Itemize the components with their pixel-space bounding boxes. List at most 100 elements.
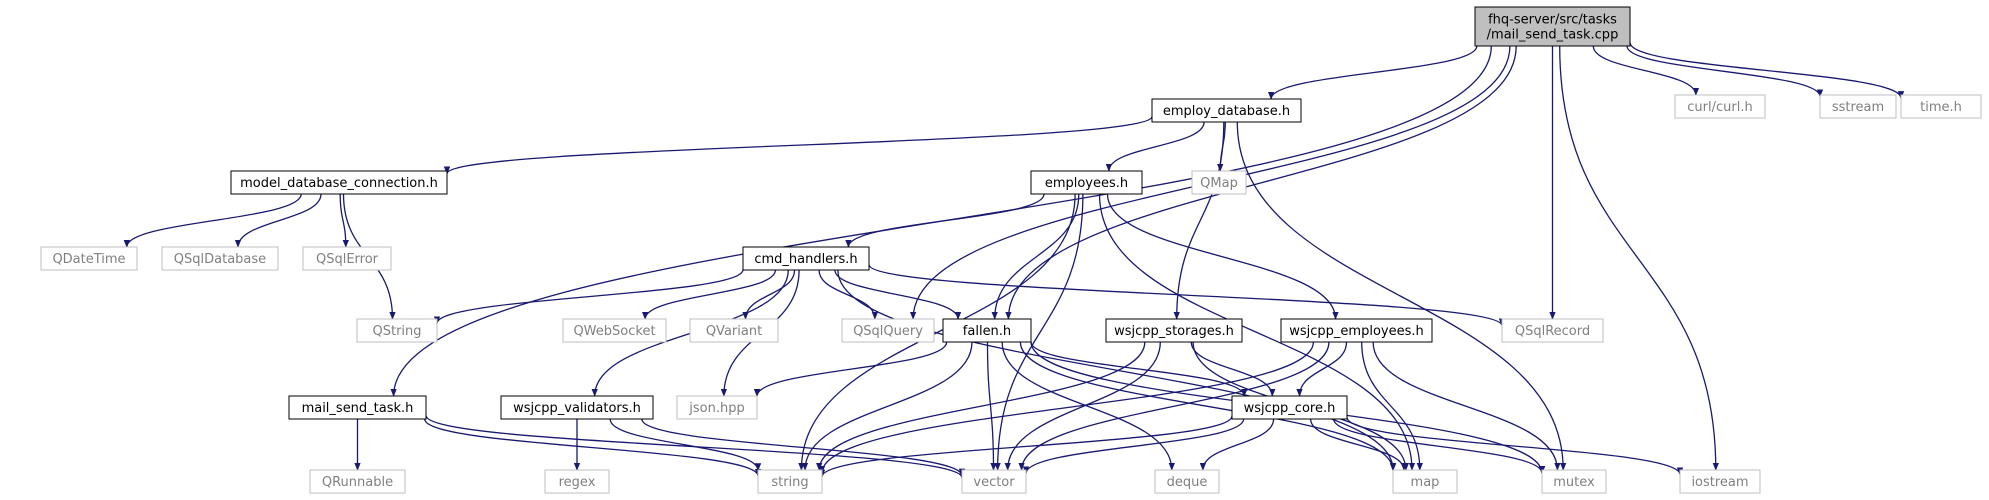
edge-employees-to-vector — [994, 193, 1084, 471]
node-label: /mail_send_task.cpp — [1487, 28, 1619, 43]
node-qvariant: QVariant — [689, 318, 779, 343]
edge-root-to-curl — [1592, 45, 1700, 96]
edge-layer — [123, 42, 1905, 479]
node-root[interactable]: fhq-server/src/tasks/mail_send_task.cpp — [1474, 6, 1631, 47]
edge-employ-database-to-employees — [1105, 121, 1205, 172]
edge-root-to-time — [1629, 42, 1905, 100]
edge-employees-to-wsjcpp-employees — [1106, 193, 1339, 320]
node-label: QSqlError — [316, 252, 379, 267]
edge-cmd-handlers-to-fallen — [834, 269, 962, 320]
node-label: QRunnable — [322, 475, 393, 490]
node-label: QString — [372, 324, 421, 339]
edge-cmd-handlers-to-qstring — [433, 269, 744, 325]
edge-model-database-connection-to-qsqldatabase — [234, 193, 322, 248]
edge-employ-database-to-wsjcpp-storages — [1173, 121, 1225, 320]
node-iostream: iostream — [1679, 469, 1761, 494]
edge-model-database-connection-to-qsqlerror — [339, 193, 349, 248]
node-label: wsjcpp_storages.h — [1114, 324, 1234, 339]
node-wsjcpp-core[interactable]: wsjcpp_core.h — [1231, 395, 1348, 420]
node-cmd-handlers[interactable]: cmd_handlers.h — [742, 246, 870, 271]
node-string: string — [757, 469, 823, 494]
edge-wsjcpp-core-to-map — [1309, 418, 1408, 471]
node-qwebsocket: QWebSocket — [562, 318, 667, 343]
edge-root-to-iostream — [1559, 45, 1719, 471]
node-layer: fhq-server/src/tasks/mail_send_task.cppe… — [40, 6, 1982, 494]
edge-employees-to-map — [1098, 193, 1416, 471]
node-label: QMap — [1200, 176, 1238, 191]
node-employees[interactable]: employees.h — [1030, 170, 1143, 195]
node-label: QSqlQuery — [853, 324, 923, 339]
edge-root-to-employ-database — [1267, 45, 1478, 100]
node-label: regex — [559, 475, 596, 490]
edge-wsjcpp-validators-to-string — [609, 418, 762, 472]
edge-fallen-to-vector — [986, 341, 997, 471]
edge-employ-database-to-model-database-connection — [443, 115, 1153, 175]
edge-root-to-fallen — [1005, 45, 1517, 320]
edge-wsjcpp-validators-to-vector — [641, 418, 966, 477]
node-label: mail_send_task.h — [302, 401, 414, 416]
edge-wsjcpp-core-to-vector — [1022, 418, 1245, 475]
node-employ-database[interactable]: employ_database.h — [1151, 98, 1302, 123]
edge-wsjcpp-employees-to-mutex — [1372, 341, 1561, 471]
node-label: wsjcpp_validators.h — [513, 401, 641, 416]
node-label: fhq-server/src/tasks — [1488, 13, 1617, 28]
node-wsjcpp-validators[interactable]: wsjcpp_validators.h — [500, 395, 654, 420]
node-fallen[interactable]: fallen.h — [942, 318, 1032, 343]
node-label: cmd_handlers.h — [754, 252, 857, 267]
node-label: vector — [973, 475, 1015, 490]
node-label: mutex — [1553, 475, 1595, 490]
node-label: employees.h — [1045, 176, 1128, 191]
node-qmap: QMap — [1191, 170, 1247, 195]
node-mail-send-task[interactable]: mail_send_task.h — [288, 395, 427, 420]
edge-wsjcpp-employees-to-wsjcpp-core — [1296, 341, 1348, 397]
node-label: fallen.h — [963, 324, 1011, 339]
node-label: employ_database.h — [1163, 104, 1290, 119]
edge-fallen-to-wsjcpp-core — [1030, 341, 1248, 397]
node-label: time.h — [1920, 100, 1962, 115]
edge-cmd-handlers-to-qwebsocket — [641, 269, 777, 320]
node-label: curl/curl.h — [1687, 100, 1752, 115]
node-regex: regex — [544, 469, 610, 494]
edge-wsjcpp-core-to-string — [818, 415, 1233, 478]
edge-fallen-to-map — [1019, 341, 1397, 472]
edge-mail-send-task-to-string — [424, 418, 762, 477]
edge-employ-database-to-mutex — [1236, 121, 1567, 471]
node-label: map — [1411, 475, 1440, 490]
node-qsqlquery: QSqlQuery — [841, 318, 935, 343]
node-qdatetime: QDateTime — [40, 246, 138, 271]
node-label: wsjcpp_employees.h — [1289, 324, 1423, 339]
edge-wsjcpp-storages-to-string — [816, 341, 1146, 471]
edge-fallen-to-json — [753, 341, 948, 397]
node-qrunnable: QRunnable — [309, 469, 406, 494]
edge-wsjcpp-storages-to-vector — [1004, 341, 1161, 471]
node-label: model_database_connection.h — [240, 176, 438, 191]
edge-wsjcpp-core-to-iostream — [1346, 417, 1684, 476]
node-json: json.hpp — [676, 395, 758, 420]
node-qstring: QString — [356, 318, 438, 343]
edge-fallen-to-deque — [1001, 341, 1175, 471]
node-label: string — [771, 475, 808, 490]
edge-employees-to-fallen — [991, 193, 1080, 320]
edge-root-to-sstream — [1626, 45, 1824, 98]
node-qsqlrecord: QSqlRecord — [1501, 318, 1604, 343]
edge-wsjcpp-employees-to-string — [818, 341, 1315, 474]
node-curl: curl/curl.h — [1674, 94, 1766, 119]
node-deque: deque — [1154, 469, 1220, 494]
node-time: time.h — [1900, 94, 1982, 119]
edge-wsjcpp-core-to-deque — [1199, 418, 1275, 471]
edge-wsjcpp-employees-to-map — [1361, 341, 1423, 471]
node-wsjcpp-storages[interactable]: wsjcpp_storages.h — [1105, 318, 1243, 343]
node-label: QDateTime — [52, 252, 125, 267]
edge-employees-to-string — [798, 193, 1076, 471]
node-wsjcpp-employees[interactable]: wsjcpp_employees.h — [1280, 318, 1433, 343]
node-label: QSqlDatabase — [174, 252, 266, 267]
node-label: QVariant — [706, 324, 762, 339]
node-label: iostream — [1691, 475, 1748, 490]
node-label: json.hpp — [688, 401, 744, 416]
edge-cmd-handlers-to-map — [837, 269, 1397, 471]
node-model-database-connection[interactable]: model_database_connection.h — [230, 170, 448, 195]
node-label: wsjcpp_core.h — [1244, 401, 1336, 416]
edge-cmd-handlers-to-qsqlrecord — [868, 264, 1506, 327]
node-label: QWebSocket — [573, 324, 655, 339]
